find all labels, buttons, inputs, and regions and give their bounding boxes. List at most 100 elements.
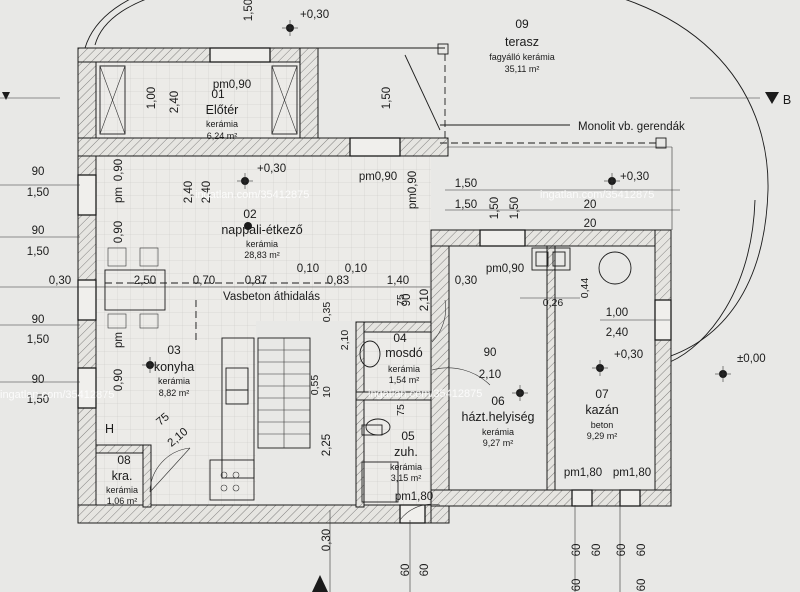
svg-text:1,00: 1,00 [146,87,158,109]
svg-text:fagyálló kerámia: fagyálló kerámia [489,52,555,62]
svg-text:ingatlan.com/35412875: ingatlan.com/35412875 [368,388,482,400]
svg-text:1,06 m²: 1,06 m² [107,496,138,506]
svg-text:zuh.: zuh. [394,445,418,459]
svg-text:0,10: 0,10 [297,263,319,275]
svg-text:2,50: 2,50 [134,275,156,287]
svg-text:kerámia: kerámia [246,239,278,249]
svg-text:2,10: 2,10 [479,369,501,381]
svg-text:ingatlan.com/35412875: ingatlan.com/35412875 [195,189,309,201]
svg-text:07: 07 [595,387,609,401]
svg-text:35,11 m²: 35,11 m² [505,64,540,74]
svg-text:60: 60 [591,544,603,557]
svg-text:2,25: 2,25 [321,434,333,456]
svg-text:beton: beton [591,420,614,430]
svg-text:kazán: kazán [585,403,618,417]
room-03-label: 03 konyha kerámia 8,82 m² [154,343,194,398]
svg-text:kerámia: kerámia [106,485,138,495]
svg-text:0,30: 0,30 [455,275,477,287]
svg-text:9,27 m²: 9,27 m² [483,438,514,448]
svg-text:+0,30: +0,30 [620,171,649,183]
svg-text:2,40: 2,40 [606,327,628,339]
svg-text:pm: pm [113,332,125,348]
svg-text:01: 01 [211,87,225,101]
svg-text:0,83: 0,83 [327,275,349,287]
svg-text:0,90: 0,90 [113,221,125,243]
svg-text:60: 60 [571,544,583,557]
level-labels: +0,30 +0,30 +0,30 +0,30 ±0,00 [257,9,766,365]
svg-text:75: 75 [395,294,407,306]
svg-text:90: 90 [401,294,413,307]
svg-text:2,10: 2,10 [419,289,431,311]
svg-text:+0,30: +0,30 [300,9,329,21]
svg-text:1,50: 1,50 [27,246,49,258]
svg-text:2,10: 2,10 [339,330,351,351]
svg-text:09: 09 [515,17,529,31]
svg-text:1,50: 1,50 [27,187,49,199]
bottom-dimensions: 60 60 60 60 60 60 60 60 [400,544,648,592]
room-08-label: 08 kra. kerámia 1,06 m² [106,453,138,506]
svg-text:ingatlan.com/35412875: ingatlan.com/35412875 [540,189,654,201]
room-06-label: 06 házt.helyiség kerámia 9,27 m² [462,394,535,448]
room-01-label: 01 Előtér kerámia 6,24 m² pm0,90 [206,79,252,141]
svg-text:1,50: 1,50 [381,87,393,109]
beams-note: Monolit vb. gerendák [578,121,685,133]
svg-text:0,26: 0,26 [543,297,564,309]
terrace-outline [94,0,769,359]
svg-text:pm0,90: pm0,90 [486,263,524,275]
svg-text:1,50: 1,50 [27,334,49,346]
svg-text:08: 08 [117,453,131,467]
svg-text:pm0,90: pm0,90 [407,171,419,209]
svg-text:28,83 m²: 28,83 m² [244,250,280,260]
svg-text:20: 20 [584,199,597,211]
svg-text:2,40: 2,40 [183,181,195,203]
svg-text:terasz: terasz [505,35,539,49]
room-04-label: 04 mosdó kerámia 1,54 m² [385,331,423,385]
svg-text:04: 04 [393,331,407,345]
svg-text:10: 10 [321,386,333,398]
left-dimensions: 90 1,50 90 1,50 0,30 90 1,50 90 1,50 [27,166,71,406]
svg-text:pm: pm [113,187,125,203]
lintel-note: Vasbeton áthidalás [223,291,320,303]
room-07-label: 07 kazán beton 9,29 m² [585,387,618,441]
svg-text:60: 60 [419,564,431,577]
svg-text:±0,00: ±0,00 [737,353,766,365]
svg-text:03: 03 [167,343,181,357]
svg-text:pm0,90: pm0,90 [213,79,251,91]
dining-table [104,247,166,329]
svg-text:1,50: 1,50 [27,394,49,406]
vertical-dimensions: 1,50 1,00 2,40 1,50 2,40 2,40 0,90 pm 0,… [113,0,521,551]
svg-text:2,40: 2,40 [169,91,181,113]
svg-text:9,29 m²: 9,29 m² [587,431,618,441]
section-b-label: B [783,93,791,107]
misc-dimensions: pm0,90 pm0,90 1,50 1,50 20 20 0,44 0,26 … [154,171,651,503]
windows [77,47,672,524]
svg-text:0,90: 0,90 [113,369,125,391]
svg-text:pm0,90: pm0,90 [359,171,397,183]
svg-text:90: 90 [32,314,45,326]
svg-text:kerámia: kerámia [206,119,238,129]
svg-text:90: 90 [484,347,497,359]
svg-text:75: 75 [395,404,407,416]
svg-text:06: 06 [491,394,505,408]
svg-text:3,15 m²: 3,15 m² [391,473,422,483]
h-mark: H [105,422,114,436]
svg-text:6,24 m²: 6,24 m² [207,131,238,141]
svg-text:kerámia: kerámia [388,364,420,374]
svg-text:0,10: 0,10 [345,263,367,275]
svg-text:kerámia: kerámia [482,427,514,437]
svg-text:1,50: 1,50 [455,178,477,190]
row-dimensions: 2,50 0,70 0,87 0,10 0,83 0,10 1,40 0,30 [134,263,477,287]
svg-text:kra.: kra. [112,469,133,483]
svg-text:1,54 m²: 1,54 m² [389,375,420,385]
svg-text:90: 90 [32,374,45,386]
svg-text:1,40: 1,40 [387,275,409,287]
svg-text:pm1,80: pm1,80 [395,491,433,503]
svg-text:0,30: 0,30 [49,275,71,287]
svg-text:Előtér: Előtér [206,103,239,117]
room-09-label: 09 terasz fagyálló kerámia 35,11 m² [489,17,555,74]
svg-text:mosdó: mosdó [385,346,423,360]
svg-text:60: 60 [636,579,648,592]
svg-text:0,90: 0,90 [113,159,125,181]
svg-text:+0,30: +0,30 [614,349,643,361]
svg-text:kerámia: kerámia [158,376,190,386]
